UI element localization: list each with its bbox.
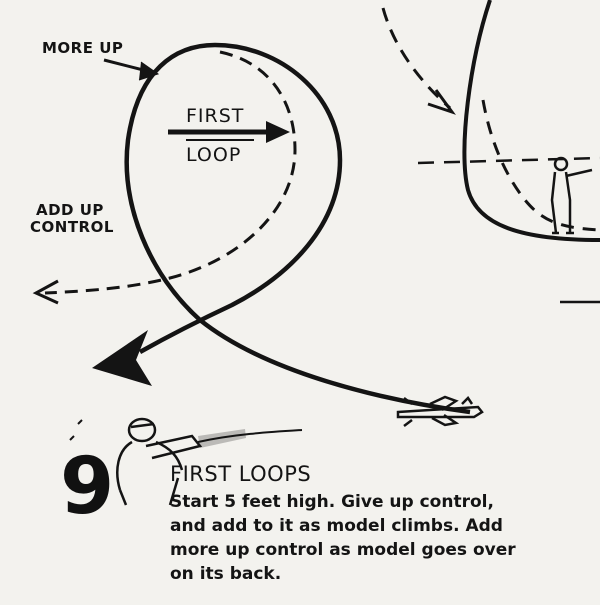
horizon-dash-1	[417, 156, 600, 165]
dashed-loop-arrowhead	[32, 279, 59, 305]
right-dashed-curve	[481, 99, 600, 232]
dashed-inner-loop	[44, 50, 297, 295]
main-loop-path	[124, 42, 471, 415]
control-line-text: CONTROL	[30, 218, 114, 237]
more-up-pointer-head	[138, 61, 160, 81]
step-title: FIRST LOOPS	[170, 462, 312, 486]
step-number: 9	[60, 442, 115, 532]
right-solid-curve	[462, 0, 600, 242]
pilot-figure-large-icon	[116, 417, 203, 506]
step-body-line: Start 5 feet high. Give up control,	[170, 492, 494, 512]
add-up-line: ADD UP	[36, 201, 104, 219]
step-body: Start 5 feet high. Give up control, and …	[170, 490, 590, 586]
top-dashed-arrowhead	[427, 89, 456, 115]
first-label: FIRST	[186, 105, 245, 127]
control-line	[197, 429, 303, 443]
add-up-control-label: ADD UP CONTROL	[30, 201, 114, 237]
speck-1	[69, 419, 83, 441]
main-loop-arrowhead	[92, 330, 152, 386]
step-body-line: on its back.	[170, 564, 282, 584]
control-line-handle	[198, 429, 246, 448]
top-dashed-curve	[381, 7, 451, 110]
step-body-line: more up control as model goes over	[170, 540, 516, 560]
pilot-figure-small-icon	[550, 156, 593, 235]
first-loop-arrow-head	[266, 121, 290, 143]
more-up-label: MORE UP	[42, 39, 124, 57]
step-body-line: and add to it as model climbs. Add	[170, 516, 503, 536]
model-airplane-icon	[396, 395, 484, 427]
loop-label: LOOP	[186, 144, 242, 166]
